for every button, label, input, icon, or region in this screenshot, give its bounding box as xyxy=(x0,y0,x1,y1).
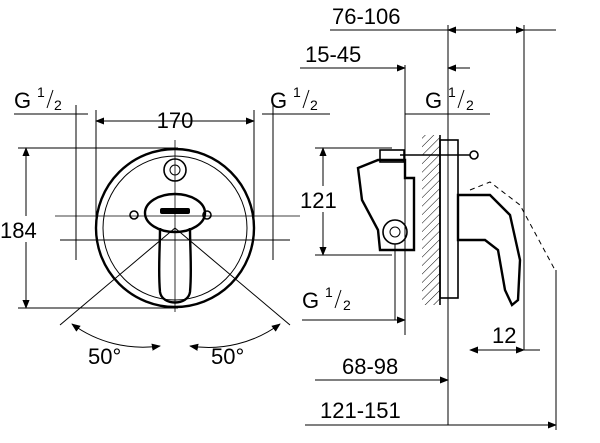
label-76-106: 76-106 xyxy=(332,4,401,29)
diverter-knob-center xyxy=(169,164,181,176)
diverter-stem-tip xyxy=(469,150,479,160)
svg-text:2: 2 xyxy=(54,97,62,113)
label-121: 121 xyxy=(300,188,337,213)
bottom-outlet-fitting xyxy=(382,219,408,245)
svg-text:1: 1 xyxy=(325,284,333,300)
escutcheon-plate xyxy=(94,147,256,309)
thread-label-side-bottom: G 1 2 xyxy=(302,244,406,324)
svg-text:G: G xyxy=(14,88,31,113)
escutcheon-side xyxy=(439,139,459,299)
bottom-outlet-center xyxy=(389,226,401,238)
label-121-151: 121-151 xyxy=(320,398,401,423)
svg-text:1: 1 xyxy=(37,84,45,100)
valve-top-fitting xyxy=(379,149,405,163)
side-view: 121 76-106 15-45 G 1 2 G 1 2 xyxy=(300,4,557,430)
svg-text:G: G xyxy=(302,288,319,313)
thread-label-side-top: G 1 2 xyxy=(405,84,490,115)
label-angle-left: 50° xyxy=(88,344,121,369)
handle-lever xyxy=(157,227,193,304)
label-15-45: 15-45 xyxy=(305,42,361,67)
label-12: 12 xyxy=(492,323,516,348)
front-view: 170 G 1 2 G 1 2 184 xyxy=(0,84,330,369)
screw-left xyxy=(129,210,139,220)
label-184: 184 xyxy=(0,218,37,243)
angle-ray-right xyxy=(174,227,291,326)
label-68-98: 68-98 xyxy=(342,354,398,379)
wall-section xyxy=(422,135,440,305)
svg-text:G: G xyxy=(270,88,287,113)
handle-side xyxy=(456,193,522,307)
escutcheon-inner-ring xyxy=(102,155,248,301)
svg-text:1: 1 xyxy=(293,84,301,100)
svg-text:2: 2 xyxy=(310,97,318,113)
angle-ray-left xyxy=(59,227,176,326)
handle-swing-dashed xyxy=(469,181,556,271)
angle-arc-right xyxy=(189,323,281,351)
thread-label-top-right: G 1 2 xyxy=(262,84,330,115)
label-angle-right: 50° xyxy=(211,344,244,369)
valve-body xyxy=(356,158,416,252)
diverter-knob xyxy=(163,158,187,182)
screw-right xyxy=(202,210,212,220)
svg-text:G: G xyxy=(425,88,442,113)
label-170: 170 xyxy=(157,108,194,133)
svg-text:2: 2 xyxy=(343,297,351,313)
angle-arc-left xyxy=(71,323,161,351)
handle-head xyxy=(143,192,207,234)
svg-text:2: 2 xyxy=(466,97,474,113)
thread-label-top-left: G 1 2 xyxy=(14,84,88,115)
svg-text:1: 1 xyxy=(448,84,456,100)
handle-logo-plate xyxy=(160,208,190,214)
